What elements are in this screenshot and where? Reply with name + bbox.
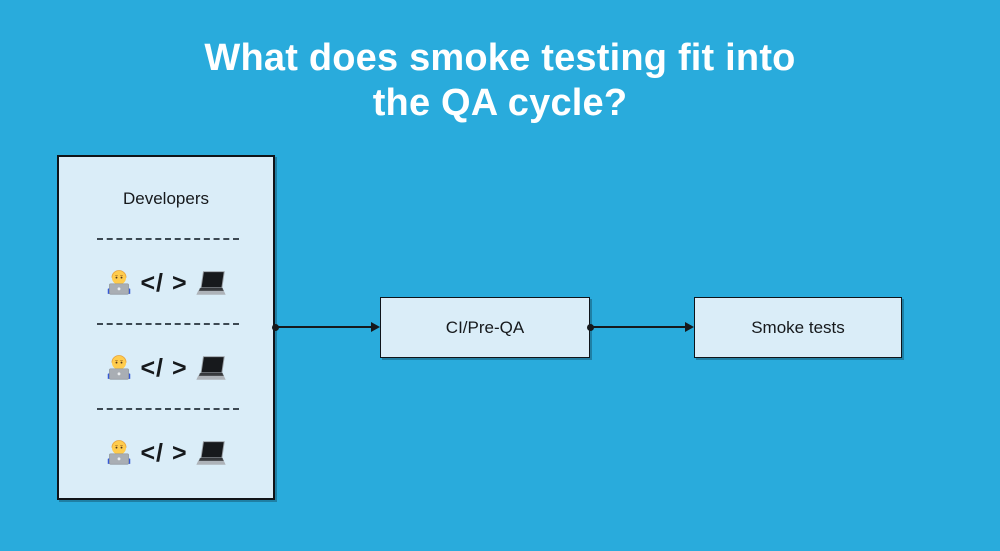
dashed-divider	[97, 323, 239, 325]
connector-line	[275, 326, 372, 328]
developer-row: </ >	[59, 431, 273, 475]
developers-box-label: Developers	[123, 189, 209, 208]
laptop-emoji	[194, 438, 228, 468]
connector-line	[590, 326, 685, 328]
laptop-emoji	[194, 268, 228, 298]
man-technologist-emoji	[104, 353, 134, 383]
arrowhead-icon	[371, 322, 380, 332]
ci-pre-qa-label: CI/Pre-QA	[445, 317, 525, 337]
developer-row: </ >	[59, 346, 273, 390]
page-title: What does smoke testing fit into the QA …	[0, 36, 1000, 126]
ci-pre-qa-box: CI/Pre-QA	[380, 297, 590, 358]
laptop-emoji	[194, 353, 228, 383]
developers-box: Developers </ >	[57, 155, 275, 500]
code-glyph: </ >	[140, 353, 188, 382]
title-line-2: the QA cycle?	[372, 82, 628, 124]
dashed-divider	[97, 238, 239, 240]
developer-row: </ >	[59, 261, 273, 305]
man-technologist-emoji	[104, 268, 134, 298]
code-glyph: </ >	[140, 268, 188, 297]
title-line-1: What does smoke testing fit into	[204, 37, 796, 79]
man-technologist-emoji	[104, 438, 134, 468]
code-glyph: </ >	[140, 438, 188, 467]
smoke-tests-label: Smoke tests	[751, 317, 845, 337]
arrowhead-icon	[685, 322, 694, 332]
smoke-tests-box: Smoke tests	[694, 297, 902, 358]
dashed-divider	[97, 408, 239, 410]
